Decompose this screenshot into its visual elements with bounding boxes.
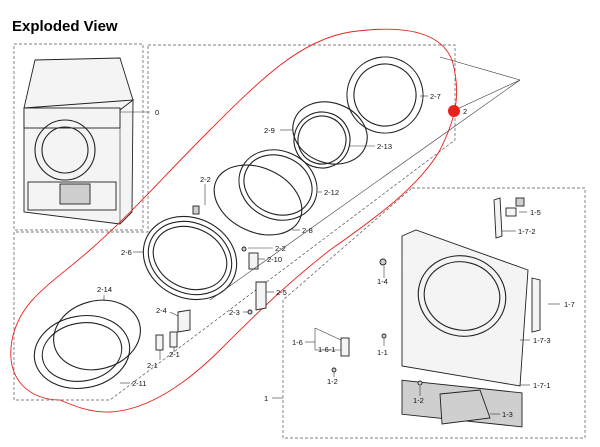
part-2-13: 2-13 <box>293 111 392 169</box>
callout-2-6: 2-6 <box>121 248 132 257</box>
callout-2-marker <box>448 105 460 117</box>
callout-2-2b: 2-2 <box>275 244 286 253</box>
callout-2-12: 2-12 <box>324 188 339 197</box>
part-2-9: 2-9 <box>264 101 368 165</box>
part-1-2: 1-2 1-2 <box>327 367 424 405</box>
callout-2-2a: 2-2 <box>200 175 211 184</box>
part-1-7-2: 1-7-2 <box>493 197 536 239</box>
part-2-5: 2-5 <box>255 281 287 311</box>
callout-1-4: 1-4 <box>377 277 388 286</box>
assembly-2-box <box>13 44 456 401</box>
part-2-14: 2-14 <box>53 285 141 371</box>
part-1-5: 1-5 <box>505 197 541 217</box>
callout-1: 1 <box>264 394 268 403</box>
part-2-1: 2-1 2-1 <box>147 331 180 370</box>
callout-2-group: 2 <box>209 56 521 301</box>
part-1-1: 1-1 <box>377 333 388 357</box>
callout-1-5: 1-5 <box>530 208 541 217</box>
part-1-3: 1-3 <box>439 389 513 425</box>
part-2-2-lower: 2-2 <box>241 244 286 253</box>
assembly-1-box: 1 <box>264 187 586 439</box>
callout-2-1a: 2-1 <box>147 361 158 370</box>
callout-1-7: 1-7 <box>564 300 575 309</box>
callout-2-11: 2-11 <box>132 379 146 388</box>
callout-1-3: 1-3 <box>502 410 513 419</box>
callout-1-6-1: 1-6-1 <box>318 345 336 354</box>
part-1-6: 1-6 1-6-1 <box>292 327 350 357</box>
part-1-7: 1-7 <box>401 229 575 428</box>
callout-2-10: 2-10 <box>267 255 282 264</box>
callout-1-7-2: 1-7-2 <box>518 227 536 236</box>
part-1-4: 1-4 <box>377 258 388 286</box>
callout-0: 0 <box>155 108 159 117</box>
part-2-2-upper: 2-2 <box>192 175 211 215</box>
part-2-12: 2-12 <box>238 149 339 221</box>
callout-2-13: 2-13 <box>377 142 392 151</box>
callout-2-4: 2-4 <box>156 306 167 315</box>
part-2-11: 2-11 <box>33 315 146 389</box>
part-1-7-3: 1-7-3 <box>520 277 551 345</box>
callout-1-2b: 1-2 <box>327 377 338 386</box>
part-1-7-1: 1-7-1 <box>520 381 551 390</box>
callout-2-3: 2-3 <box>229 308 240 317</box>
callout-1-7-1: 1-7-1 <box>533 381 551 390</box>
callout-1-1: 1-1 <box>377 348 388 357</box>
part-2-10: 2-10 <box>248 252 282 270</box>
callout-2-7: 2-7 <box>430 92 441 101</box>
highlight-outline <box>10 28 458 413</box>
part-2-7: 2-7 <box>346 56 441 134</box>
part-2-4: 2-4 <box>156 306 191 333</box>
part-2-8: 2-8 <box>213 164 313 236</box>
callout-1-6: 1-6 <box>292 338 303 347</box>
part-2-3: 2-3 <box>229 308 253 317</box>
callout-2-14: 2-14 <box>97 285 112 294</box>
part-2-6: 2-6 <box>121 215 238 301</box>
callout-2-1b: 2-1 <box>169 350 180 359</box>
assembly-0-box: 0 <box>13 43 159 231</box>
callout-1-2a: 1-2 <box>413 396 424 405</box>
callout-2-5: 2-5 <box>276 288 287 297</box>
callout-2-9: 2-9 <box>264 126 275 135</box>
callout-2: 2 <box>463 107 467 116</box>
page-title: Exploded View <box>12 18 118 35</box>
callout-1-7-3: 1-7-3 <box>533 336 551 345</box>
